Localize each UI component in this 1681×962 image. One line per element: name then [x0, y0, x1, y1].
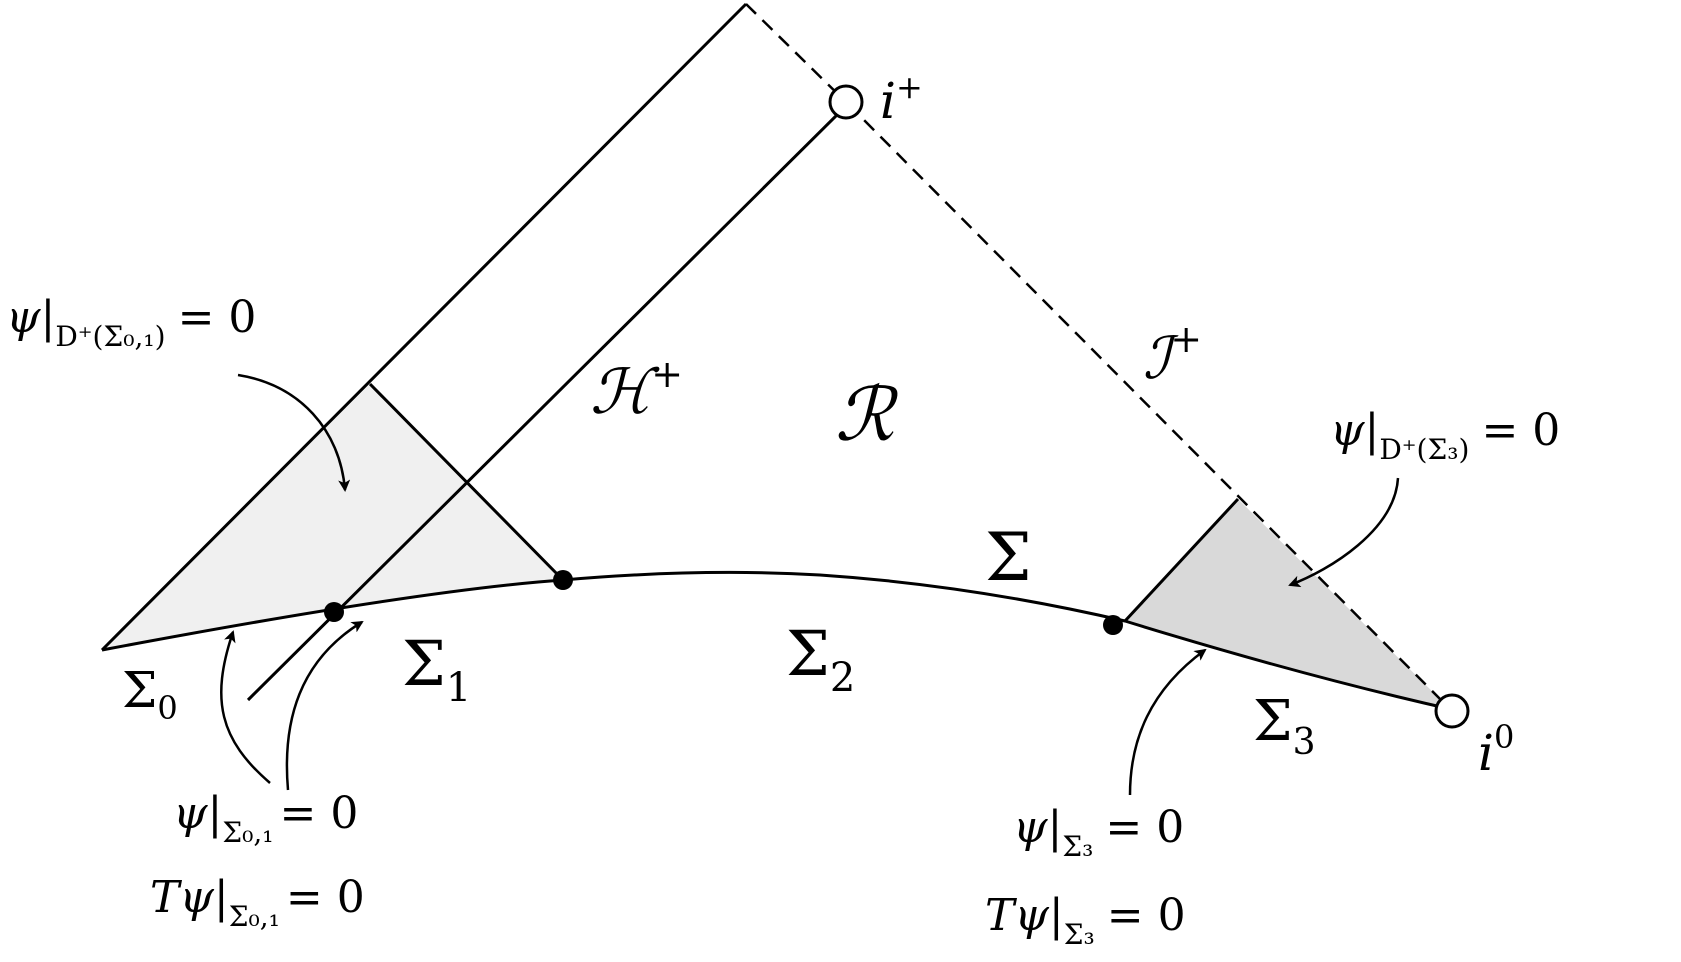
condition-tpsi-sigma3: Tψ|Σ₃= 0: [985, 890, 1186, 951]
event-horizon-line: [246, 102, 850, 702]
domain-boundary-01: [368, 382, 565, 582]
sigma-hypersurface: [101, 570, 1451, 711]
sigma1-label: Σ1: [402, 627, 471, 711]
horizon-label: ℋ+: [590, 352, 683, 428]
point-sigma2-sigma3: [1103, 615, 1123, 635]
i-zero-label: i0: [1478, 718, 1514, 782]
null-infinity-dashed: [847, 103, 1453, 712]
domain-of-dependence-01: [102, 384, 563, 650]
left-null-boundary: [100, 2, 748, 652]
sigma-label: Σ: [985, 519, 1032, 596]
arrow-sigma3: [1128, 648, 1207, 796]
sigma0-label: Σ0: [122, 661, 178, 727]
condition-d-plus-3: ψ|D⁺(Σ₃)= 0: [1330, 405, 1560, 466]
spatial-infinity-point: [1434, 693, 1470, 729]
domain-boundary-3: [1123, 497, 1240, 623]
point-sigma0-sigma1: [324, 602, 344, 622]
condition-psi-sigma3: ψ|Σ₃= 0: [1013, 802, 1184, 863]
arrow-d-plus-3: [1288, 477, 1400, 588]
region-label: ℛ: [835, 372, 899, 458]
null-infinity-dashed-top: [745, 3, 849, 105]
scri-plus-label: ℐ+: [1143, 317, 1202, 392]
i-plus-label: i+: [880, 68, 923, 130]
sigma2-label: Σ2: [786, 617, 855, 701]
arrow-d-plus-01: [237, 373, 351, 492]
condition-tpsi-sigma01: Tψ|Σ₀,₁= 0: [150, 872, 365, 933]
future-timelike-infinity-point: [828, 84, 864, 120]
sigma3-label: Σ3: [1253, 689, 1316, 763]
domain-of-dependence-3: [1125, 499, 1450, 709]
condition-d-plus-01: ψ|D⁺(Σ₀,₁)= 0: [6, 292, 256, 353]
point-sigma1-sigma2: [553, 570, 573, 590]
arrow-sigma0: [220, 630, 271, 784]
condition-psi-sigma01: ψ|Σ₀,₁= 0: [173, 788, 358, 849]
arrow-sigma1: [285, 620, 364, 791]
